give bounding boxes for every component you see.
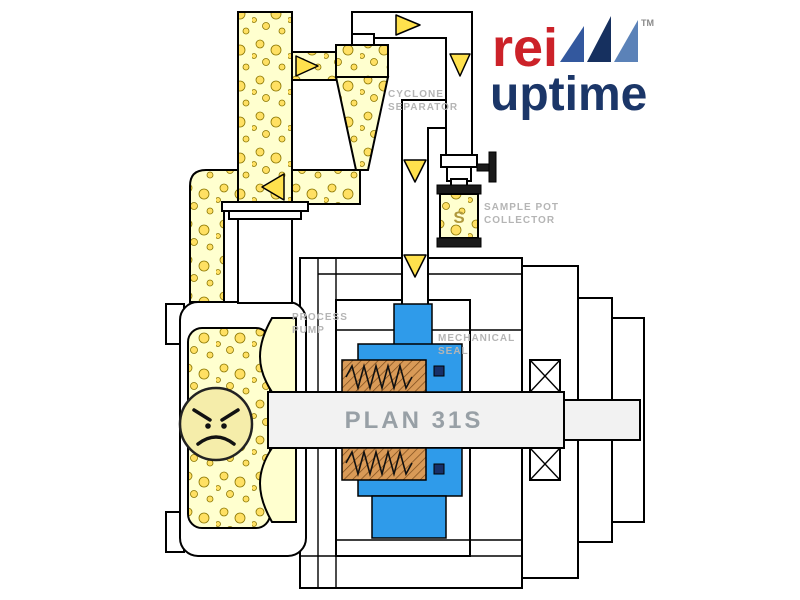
- diagram-labels: CYCLONE SEPARATOR SAMPLE POT COLLECTOR P…: [292, 89, 559, 434]
- cyclone-separator: [334, 44, 390, 171]
- face-outline: [178, 386, 254, 462]
- cyclone-barrel: [335, 44, 389, 78]
- face-right-eye: [221, 423, 227, 429]
- suction-flange-lower: [228, 210, 302, 220]
- sample-pot-label-line2: COLLECTOR: [484, 215, 555, 226]
- bearings: [529, 359, 561, 481]
- bearing-bottom-cross-2: [529, 447, 561, 481]
- pump-volute: [165, 301, 307, 557]
- cyclone-cone: [334, 76, 390, 171]
- process-pump-label-line2: PUMP: [292, 325, 325, 336]
- oring-bottom: [433, 463, 445, 475]
- logo-sail-2: [587, 16, 611, 62]
- oring-top: [433, 365, 445, 377]
- suction-flange-upper: [221, 201, 309, 212]
- flow-arrow-right-top-pipe: [395, 14, 421, 36]
- process-pump-label-line1: PROCESS: [292, 312, 348, 323]
- shaft-coupling-end: [563, 399, 641, 441]
- flow-arrow-right-to-cyclone: [295, 55, 319, 77]
- seal-spring-top: [345, 362, 413, 392]
- suction-pipe: [237, 11, 293, 203]
- gland-flush-boss-top: [393, 303, 433, 349]
- impeller-bottom-shroud: [259, 447, 297, 523]
- rei-uptime-logo: rei TM uptime: [490, 16, 654, 121]
- sample-valve: [440, 151, 497, 183]
- valve-body: [440, 154, 478, 168]
- angry-face-icon: [178, 386, 254, 462]
- plan-title: PLAN 31S: [345, 407, 484, 434]
- face-right-brow: [220, 408, 240, 422]
- seal-rotary-unit-top: [341, 359, 427, 393]
- pot-top-flange: [436, 184, 482, 195]
- flow-arrow-down-flush-1: [403, 159, 427, 183]
- face-frown: [196, 435, 236, 446]
- valve-handle: [488, 151, 497, 183]
- flow-arrow-left-return-line: [261, 173, 285, 201]
- bearing-top-cross-2: [529, 359, 561, 393]
- mechanical-seal-label-line2: SEAL: [438, 346, 469, 357]
- face-left-brow: [192, 408, 212, 422]
- sample-pot-letter: S: [453, 208, 464, 227]
- mechanical-seal-label-line1: MECHANICAL: [438, 333, 515, 344]
- shaft-main: [267, 391, 565, 449]
- logo-rei-text: rei: [492, 18, 558, 78]
- sample-pot-label-line1: SAMPLE POT: [484, 202, 559, 213]
- impeller: [259, 317, 297, 523]
- flow-arrows: [261, 14, 471, 278]
- suction-pipe-lower: [237, 218, 293, 304]
- pump-shaft: [267, 391, 641, 449]
- logo-sail-1: [560, 26, 584, 62]
- logo-sails-icon: [560, 16, 638, 62]
- seal-spring-bottom: [345, 448, 413, 478]
- flow-arrow-down-sample-line: [449, 53, 471, 77]
- mechanical-seal: [341, 303, 463, 539]
- gland-block-bottom: [371, 495, 447, 539]
- logo-sail-3: [614, 20, 638, 62]
- impeller-top-shroud: [259, 317, 297, 393]
- logo-trademark: TM: [641, 18, 654, 28]
- cyclone-label-line2: SEPARATOR: [388, 102, 458, 113]
- face-left-eye: [205, 423, 211, 429]
- sample-pot: S: [436, 178, 482, 248]
- logo-uptime-text: uptime: [490, 68, 647, 121]
- pot-bottom-flange: [436, 237, 482, 248]
- cyclone-label-line1: CYCLONE: [388, 89, 444, 100]
- flow-arrow-down-flush-2: [403, 254, 427, 278]
